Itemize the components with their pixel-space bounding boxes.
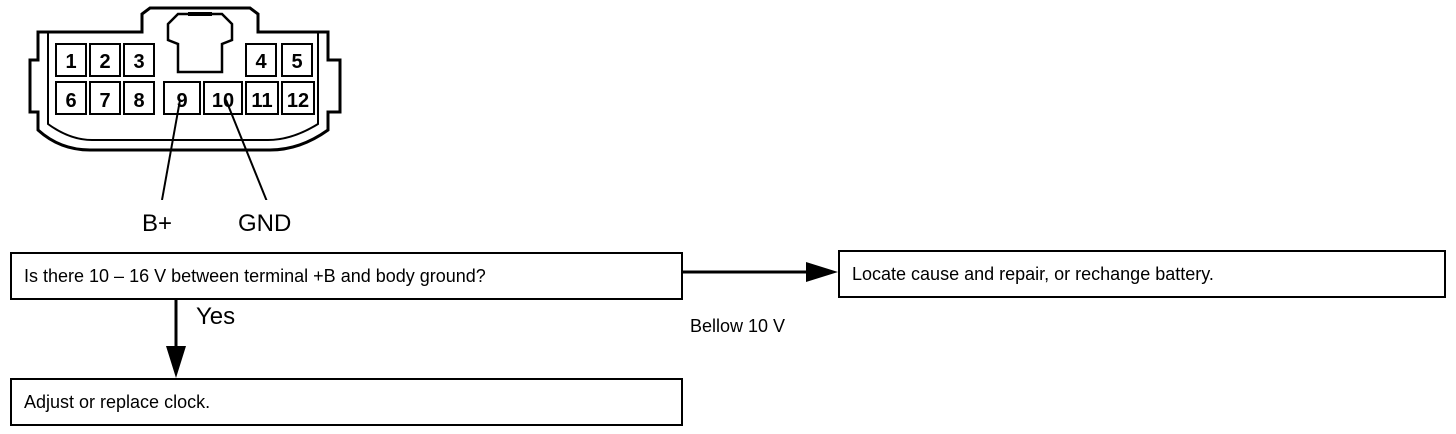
pin-label: 7 [99, 90, 110, 112]
pin-label: 8 [133, 90, 144, 112]
pin-cell [89, 43, 121, 77]
pin-cell [55, 43, 87, 77]
question-text: Is there 10 – 16 V between terminal +B a… [24, 265, 486, 286]
bottom-pin-row: 6 7 8 9 10 11 12 [55, 81, 315, 115]
pin-label: 12 [287, 90, 309, 112]
arrowhead-right-icon [806, 262, 838, 282]
pin-cell [123, 43, 155, 77]
pin-label: 6 [65, 90, 76, 112]
b-plus-lead [161, 99, 181, 200]
pin-cell [123, 81, 155, 115]
pin-cell [89, 81, 121, 115]
pin-label: 3 [133, 51, 144, 73]
b-plus-label: B+ [142, 210, 173, 237]
question-box: Is there 10 – 16 V between terminal +B a… [10, 252, 683, 300]
yes-action-text: Adjust or replace clock. [24, 391, 211, 412]
top-pin-row: 1 2 3 4 5 [55, 43, 313, 77]
yes-action-box: Adjust or replace clock. [10, 378, 683, 426]
pin-label: 1 [65, 51, 76, 73]
pin-label: 11 [251, 90, 272, 112]
connector-housing [28, 6, 342, 152]
no-action-text: Locate cause and repair, or rechange bat… [852, 263, 1214, 284]
pin-cell [245, 43, 277, 77]
pin-cell [55, 81, 87, 115]
pin-label-b-plus: 9 [176, 90, 187, 112]
no-condition-label: Bellow 10 V [690, 316, 786, 336]
pin-cell [203, 81, 243, 115]
pin-label: 4 [255, 51, 267, 73]
connector-inner-outline [47, 32, 319, 141]
connector-latch [166, 12, 234, 74]
pin-cell [281, 81, 315, 115]
pin-label: 2 [99, 51, 110, 73]
no-action-box: Locate cause and repair, or rechange bat… [838, 250, 1446, 298]
gnd-label: GND [238, 210, 292, 237]
pin-label: 5 [291, 51, 302, 73]
pin-cell [163, 81, 201, 115]
gnd-lead [225, 99, 268, 200]
pin-cell [245, 81, 279, 115]
arrowhead-down-icon [166, 346, 186, 378]
yes-label: Yes [196, 303, 236, 330]
connector-diagram: 1 2 3 4 5 6 7 8 9 10 11 12 [28, 6, 342, 200]
pin-cell [281, 43, 313, 77]
